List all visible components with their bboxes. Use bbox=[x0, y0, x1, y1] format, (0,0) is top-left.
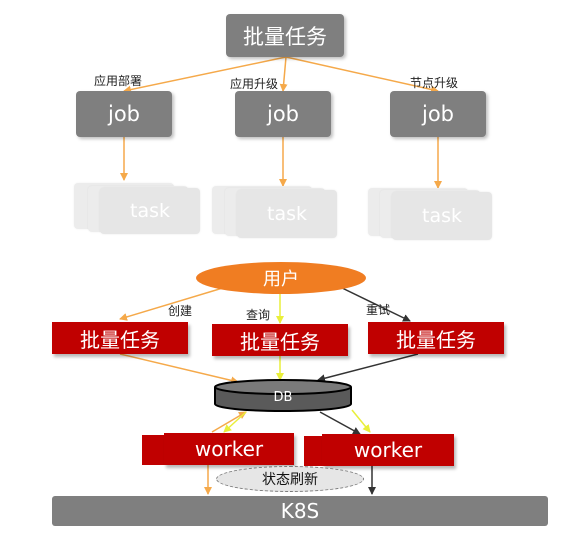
worker-node-1-label: worker bbox=[194, 437, 264, 461]
job-node-1-label: job bbox=[107, 102, 140, 126]
job-node-1: job bbox=[76, 91, 172, 137]
edge-root-job3 bbox=[285, 56, 439, 94]
user-node-label: 用户 bbox=[263, 269, 299, 290]
worker-node-2: worker bbox=[322, 434, 454, 466]
batch-task-node-retry-label: 批量任务 bbox=[396, 327, 476, 352]
batch-task-node-query: 批量任务 bbox=[212, 324, 348, 356]
task-node-2-label: task bbox=[267, 203, 307, 225]
edge-user-batch3 bbox=[337, 285, 411, 322]
batch-task-node-retry: 批量任务 bbox=[368, 322, 504, 354]
edge-worker1-db-a bbox=[211, 411, 247, 433]
status-refresh-node: 状态刷新 bbox=[216, 466, 364, 492]
edge-label-query: 查询 bbox=[246, 308, 271, 322]
edge-db-worker2-b bbox=[319, 411, 361, 435]
batch-task-root-node: 批量任务 bbox=[226, 14, 344, 57]
db-cylinder bbox=[214, 379, 352, 412]
edge-label-app-upgrade: 应用升级 bbox=[230, 77, 279, 91]
task-node-3-label: task bbox=[422, 205, 462, 227]
db-label: DB bbox=[273, 390, 293, 405]
job-node-3: job bbox=[390, 91, 486, 137]
task-node-1: task bbox=[100, 188, 200, 234]
edge-worker1-db-b bbox=[223, 411, 247, 433]
job-node-2-label: job bbox=[266, 102, 299, 126]
edge-user-batch1 bbox=[119, 283, 237, 321]
edge-root-job2 bbox=[279, 56, 288, 92]
task-node-1-label: task bbox=[130, 200, 170, 222]
user-node: 用户 bbox=[196, 262, 366, 294]
k8s-bar: K8S bbox=[52, 496, 548, 526]
edge-batch1-db bbox=[119, 353, 239, 385]
worker-node-1: worker bbox=[164, 433, 294, 465]
edge-label-retry: 重试 bbox=[366, 303, 391, 317]
edge-root-job1 bbox=[123, 56, 287, 94]
k8s-label: K8S bbox=[280, 499, 320, 523]
edge-label-app-deploy: 应用部署 bbox=[94, 74, 143, 88]
batch-task-node-query-label: 批量任务 bbox=[240, 329, 320, 354]
edge-batch3-db bbox=[317, 353, 419, 383]
edge-db-worker2-a bbox=[351, 409, 371, 433]
edge-label-node-upgrade: 节点升级 bbox=[410, 76, 459, 90]
task-node-3: task bbox=[392, 192, 492, 240]
job-node-2: job bbox=[235, 91, 331, 137]
batch-task-root-label: 批量任务 bbox=[243, 24, 327, 49]
edge-label-create: 创建 bbox=[168, 304, 193, 318]
batch-task-node-create-label: 批量任务 bbox=[80, 327, 160, 352]
batch-task-node-create: 批量任务 bbox=[52, 322, 188, 354]
status-refresh-label: 状态刷新 bbox=[262, 472, 318, 488]
task-node-2: task bbox=[237, 190, 337, 238]
worker-node-2-label: worker bbox=[353, 438, 423, 462]
job-node-3-label: job bbox=[421, 102, 454, 126]
